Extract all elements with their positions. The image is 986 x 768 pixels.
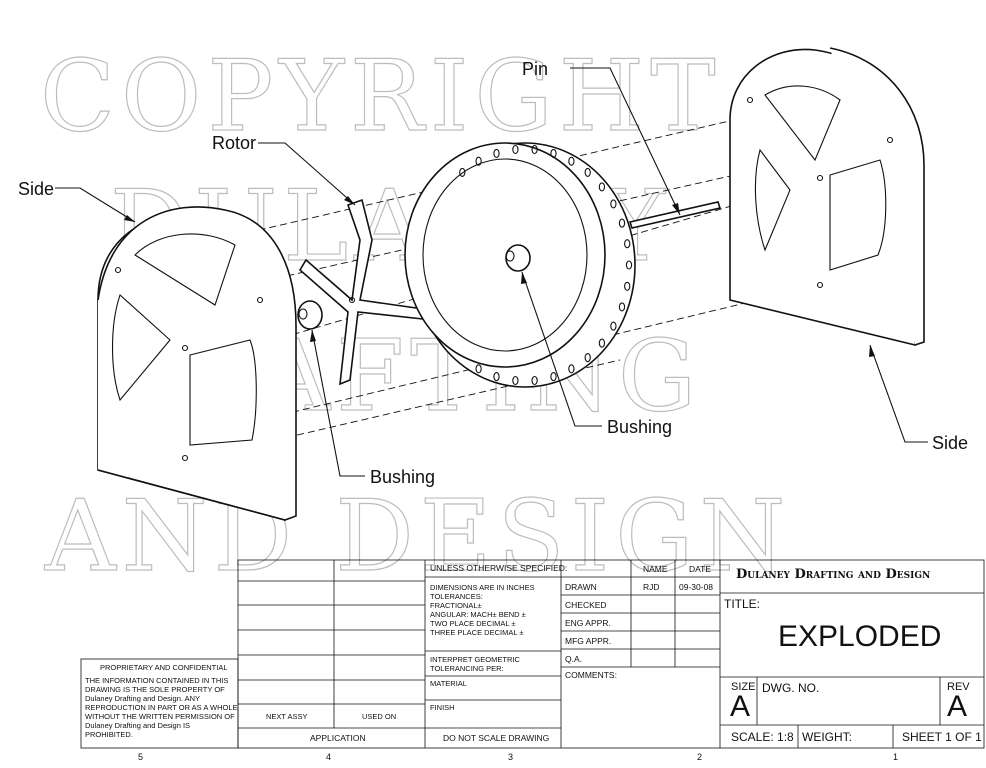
do-not-scale-label: DO NOT SCALE DRAWING	[443, 733, 550, 743]
ring-hole	[493, 148, 500, 158]
qa-label: Q.A.	[565, 654, 583, 664]
watermark-line-1: COPYRIGHT	[40, 40, 722, 154]
date-header: DATE	[689, 564, 712, 574]
scale-value: SCALE: 1:8	[731, 730, 794, 744]
right-side-plate	[729, 47, 925, 347]
rev-value: A	[947, 690, 968, 723]
zone-1: 1	[893, 752, 899, 762]
ring-hole	[584, 353, 591, 363]
eng-appr-label: ENG APPR.	[565, 618, 611, 628]
material-label: MATERIAL	[430, 679, 467, 688]
ring-hole	[512, 375, 519, 386]
center-bushing	[505, 244, 531, 272]
ring-part	[404, 142, 636, 388]
ring-hole	[598, 338, 606, 348]
ring-hole	[584, 167, 591, 177]
mfg-appr-label: MFG APPR.	[565, 636, 612, 646]
ring-hole	[610, 199, 617, 209]
rev-label: REV	[947, 681, 970, 693]
callout-pin: Pin	[522, 59, 681, 216]
ring-hole	[624, 281, 631, 291]
finish-label: FINISH	[430, 703, 455, 712]
ring-hole	[624, 239, 631, 249]
sheet-value: SHEET 1 OF 1	[902, 730, 982, 744]
callout-bushing-left: Bushing	[310, 329, 435, 487]
size-value: A	[730, 690, 751, 723]
ring-hole	[568, 156, 575, 166]
zone-3: 3	[508, 752, 514, 762]
svg-text:Side: Side	[932, 433, 968, 453]
callout-bushing-center: Bushing	[521, 271, 672, 437]
used-on-label: USED ON	[362, 712, 397, 721]
ring-hole	[493, 372, 500, 382]
ring-hole	[625, 260, 633, 270]
interpret-label: INTERPRET GEOMETRIC TOLERANCING PER:	[430, 655, 520, 673]
size-label: SIZE	[731, 681, 756, 693]
checked-label: CHECKED	[565, 600, 607, 610]
ring-hole	[459, 167, 466, 177]
left-side-plate	[97, 206, 297, 522]
ring-hole	[512, 144, 519, 155]
unless-specified-label: UNLESS OTHERWISE SPECIFIED:	[430, 563, 568, 573]
zone-4: 4	[326, 752, 332, 762]
proprietary-title: PROPRIETARY AND CONFIDENTIAL	[100, 663, 228, 672]
ring-hole	[550, 148, 557, 158]
drawn-name: RJD	[643, 582, 660, 592]
title-label: TITLE:	[724, 597, 761, 611]
callout-side-left: Side	[18, 179, 136, 223]
application-label: APPLICATION	[310, 733, 366, 743]
next-assy-label: NEXT ASSY	[266, 712, 308, 721]
svg-text:Pin: Pin	[522, 59, 548, 79]
comments-label: COMMENTS:	[565, 670, 617, 680]
dwg-no-label: DWG. NO.	[762, 681, 820, 695]
ring-hole	[531, 375, 538, 386]
title-block-grid	[80, 559, 985, 749]
name-header: NAME	[643, 564, 668, 574]
zone-5: 5	[138, 752, 144, 762]
svg-text:Side: Side	[18, 179, 54, 199]
ring-hole	[610, 321, 617, 331]
weight-label: WEIGHT:	[802, 730, 852, 744]
drawn-label: DRAWN	[565, 582, 597, 592]
proprietary-text: THE INFORMATION CONTAINED IN THIS DRAWIN…	[85, 676, 238, 739]
callout-side-right: Side	[869, 344, 968, 453]
drawn-date: 09-30-08	[679, 582, 714, 592]
ring-hole	[550, 372, 557, 382]
svg-text:Bushing: Bushing	[370, 467, 435, 487]
pin-part	[628, 201, 722, 229]
ring-hole	[618, 302, 626, 312]
drawing-title: EXPLODED	[778, 620, 942, 653]
ring-hole	[618, 218, 626, 228]
left-bushing	[297, 300, 323, 330]
ring-hole	[598, 182, 606, 192]
ring-hole	[475, 156, 482, 166]
ring-hole	[475, 364, 482, 374]
callout-rotor: Rotor	[212, 133, 356, 206]
zone-2: 2	[697, 752, 703, 762]
rotor-part	[298, 198, 433, 386]
svg-text:Bushing: Bushing	[607, 417, 672, 437]
ring-hole	[568, 364, 575, 374]
dimensions-notes: DIMENSIONS ARE IN INCHES TOLERANCES: FRA…	[430, 583, 535, 637]
svg-text:Rotor: Rotor	[212, 133, 256, 153]
watermark-line-4: AND DESIGN	[44, 480, 791, 594]
ring-hole	[531, 144, 538, 155]
company-name: Dulaney Drafting and Design	[736, 567, 931, 582]
